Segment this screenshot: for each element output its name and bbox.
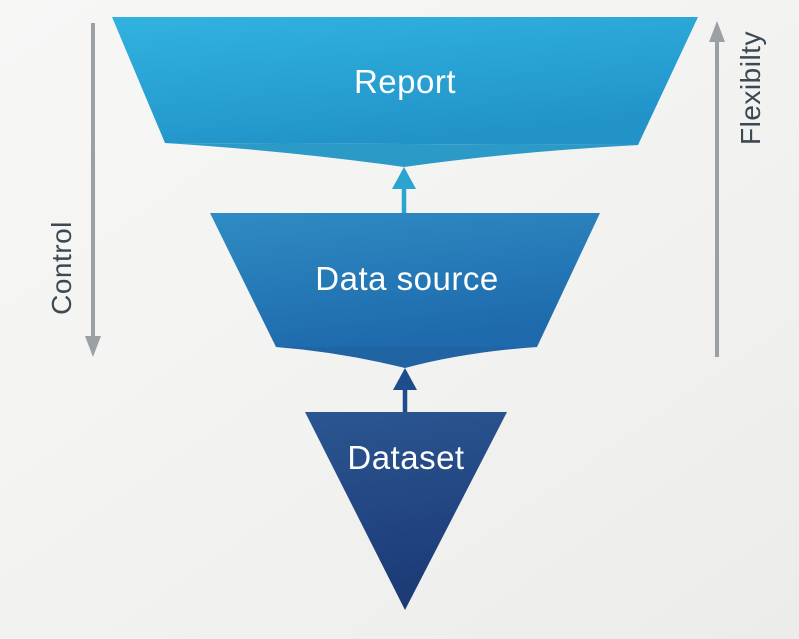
data-source-shape bbox=[210, 213, 600, 347]
funnel-level-report: Report bbox=[112, 17, 698, 167]
data-source-shade-band bbox=[276, 347, 537, 368]
funnel-level-dataset: Dataset bbox=[305, 412, 507, 610]
dataset-shape bbox=[305, 412, 507, 610]
report-label: Report bbox=[354, 63, 456, 100]
funnel-level-data-source: Data source bbox=[210, 213, 600, 368]
control-axis: Control bbox=[46, 23, 101, 357]
up-arrowhead-icon bbox=[393, 368, 417, 390]
up-arrow-dataset-to-datasource bbox=[393, 368, 417, 414]
data-source-label: Data source bbox=[315, 260, 498, 297]
up-arrowhead-icon bbox=[392, 167, 416, 189]
flexibility-axis: Flexibilty bbox=[709, 21, 766, 357]
up-arrowhead-icon bbox=[709, 21, 725, 42]
flexibility-axis-label: Flexibilty bbox=[735, 31, 766, 145]
dataset-label: Dataset bbox=[347, 439, 464, 476]
down-arrowhead-icon bbox=[85, 336, 101, 357]
report-shape bbox=[112, 17, 698, 145]
control-axis-label: Control bbox=[46, 221, 77, 315]
up-arrow-datasource-to-report bbox=[392, 167, 416, 214]
report-shade-band bbox=[165, 143, 638, 167]
